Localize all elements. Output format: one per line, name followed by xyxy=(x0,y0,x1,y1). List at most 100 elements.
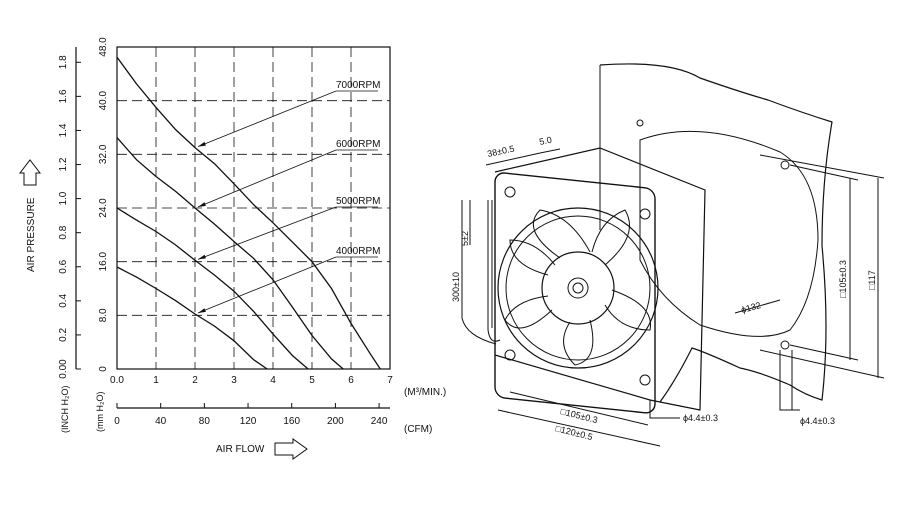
dim-105b: □105±0.3 xyxy=(838,260,848,298)
x-tick-label: 4 xyxy=(270,375,276,386)
curves: 7000RPM 6000RPM 5000RPM 4000RPM xyxy=(116,56,381,370)
dim-300-line xyxy=(461,200,497,345)
arrowhead-icon xyxy=(198,141,206,147)
arrowhead-icon xyxy=(198,254,206,260)
curve-4000rpm xyxy=(116,266,268,370)
x-tick-label: 3 xyxy=(231,375,237,386)
cfm-tick-label: 40 xyxy=(155,416,167,427)
x-arrow-icon xyxy=(274,438,308,460)
dim-117-line xyxy=(759,154,885,379)
fan-hub xyxy=(541,251,615,325)
y-tick-label-inch: 0.4 xyxy=(58,293,69,307)
y-arrow-icon xyxy=(18,159,42,186)
panel-hole-left xyxy=(636,119,644,127)
leader-5000rpm xyxy=(197,206,337,260)
y-tick-label-mm: 8.0 xyxy=(98,308,109,322)
fan-hub-center xyxy=(567,277,589,299)
cfm-tick-label: 120 xyxy=(240,416,257,427)
grid-lines xyxy=(117,47,390,369)
dim-117: □117 xyxy=(867,270,877,290)
curve-7000rpm xyxy=(116,56,381,370)
x-axis-title: AIR FLOW xyxy=(216,444,265,455)
y-tick-label-inch: 0.2 xyxy=(58,328,69,342)
y-tick-label-inch: 0.6 xyxy=(58,259,69,273)
dim-105b-line xyxy=(789,164,859,361)
x-tick-label: 0.0 xyxy=(110,375,124,386)
series-label-7000rpm: 7000RPM xyxy=(336,80,380,91)
series-label-5000rpm: 5000RPM xyxy=(336,196,380,207)
y-tick-label-inch: 1.6 xyxy=(58,89,69,103)
y-tick-label-mm: 24.0 xyxy=(98,198,109,218)
dim-132-line xyxy=(734,299,781,314)
y-tick-label-inch: 1.4 xyxy=(58,123,69,137)
dim-5: 5.0 xyxy=(538,135,552,147)
y-tick-label-mm: 16.0 xyxy=(98,251,109,271)
y-axis-title: AIR PRESSURE xyxy=(26,197,37,272)
x-tick-label: 7 xyxy=(387,375,393,386)
leader-4000rpm xyxy=(197,256,337,314)
y-unit-primary: (INCH H₂O) xyxy=(60,386,70,434)
mount-hole-tr xyxy=(639,208,651,220)
y-tick-label-mm: 0 xyxy=(98,366,109,372)
mount-hole-bl xyxy=(504,349,516,361)
dim-300: 300±10 xyxy=(451,272,461,302)
panel-hole-bottom xyxy=(780,340,790,350)
y-tick-label-mm: 40.0 xyxy=(98,90,109,110)
arrowhead-icon xyxy=(198,308,206,313)
x-tick-label: 5 xyxy=(309,375,315,386)
fan-hub-core xyxy=(572,282,584,294)
fan-housing-side xyxy=(494,147,706,411)
x-unit-primary: (M³/MIN.) xyxy=(404,387,446,398)
y-tick-labels-mm: 0 8.0 16.0 24.0 32.0 40.0 48.0 xyxy=(98,37,109,372)
arrowhead-icon xyxy=(198,202,206,207)
leader-6000rpm xyxy=(197,149,337,208)
curve-6000rpm xyxy=(116,137,344,370)
fan-ring-outer xyxy=(497,207,659,369)
y-unit-secondary: (mm H₂O) xyxy=(95,392,105,432)
lead-wires xyxy=(487,200,501,342)
x-tick-label: 1 xyxy=(153,375,159,386)
mount-hole-tl xyxy=(504,186,516,198)
dim-120-line xyxy=(497,409,661,447)
cfm-tick-label: 80 xyxy=(199,416,211,427)
y-tick-label-inch: 1.8 xyxy=(58,55,69,69)
dim-44b-line xyxy=(779,350,800,411)
dim-38-line xyxy=(485,152,541,166)
fan-housing-front xyxy=(494,172,656,414)
dim-38: 38±0.5 xyxy=(486,143,515,158)
y-tick-labels-inch: 0.000.20.40.60.81.01.21.41.61.8 xyxy=(58,55,81,379)
panel-cutout xyxy=(639,130,819,337)
y-tick-label-mm: 48.0 xyxy=(98,37,109,57)
x-tick-labels: 0.0 1 2 3 4 5 6 7 xyxy=(110,375,393,386)
curve-5000rpm xyxy=(116,207,309,370)
y-tick-label-inch: 0.8 xyxy=(58,225,69,239)
dim-44b: ϕ4.4±0.3 xyxy=(800,416,835,426)
dim-105a-line xyxy=(509,391,649,426)
dim-105a: □105±0.3 xyxy=(560,406,599,425)
dim-120: □120±0.5 xyxy=(555,423,594,442)
dim-5b: 5±2 xyxy=(460,231,470,246)
leader-7000rpm xyxy=(197,90,337,147)
cfm-tick-label: 160 xyxy=(283,416,300,427)
panel-hole-top xyxy=(780,160,790,170)
x-tick-label: 6 xyxy=(348,375,354,386)
mount-hole-br xyxy=(639,374,651,386)
series-label-6000rpm: 6000RPM xyxy=(336,139,380,150)
dim-44a: ϕ4.4±0.3 xyxy=(683,413,718,423)
dim-44a-line xyxy=(649,400,680,419)
y-tick-label-inch: 0.00 xyxy=(58,359,69,379)
y-tick-label-mm: 32.0 xyxy=(98,144,109,164)
series-label-4000rpm: 4000RPM xyxy=(336,246,380,257)
fan-blades xyxy=(504,209,652,366)
x-unit-secondary: (CFM) xyxy=(404,424,432,435)
y-tick-label-inch: 1.2 xyxy=(58,157,69,171)
dim-5-line xyxy=(539,148,561,154)
cfm-tick-label: 200 xyxy=(327,416,344,427)
fan-drawing xyxy=(461,63,885,447)
mounting-panel xyxy=(599,63,833,403)
x-tick-label: 2 xyxy=(192,375,198,386)
cfm-tick-label: 0 xyxy=(114,416,120,427)
